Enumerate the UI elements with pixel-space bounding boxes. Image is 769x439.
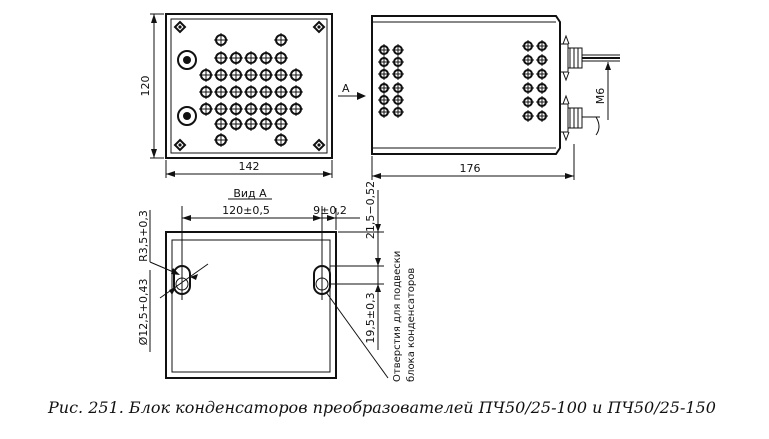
view-a-top-dimension: 21,5−0,52 xyxy=(330,181,384,267)
view-a-arrow-label: A xyxy=(342,82,350,95)
front-view-bushing-bottom xyxy=(177,106,197,126)
view-a-width-label: 120±0,5 xyxy=(222,204,270,217)
side-view: M6 A 176 xyxy=(338,15,620,180)
view-a-top-label: 21,5−0,52 xyxy=(364,181,377,239)
front-view: 120 142 xyxy=(139,13,333,178)
side-view-outline xyxy=(371,15,561,155)
view-a-arrow: A xyxy=(338,82,366,100)
view-a-offset-dimension: 9±0,2 xyxy=(313,204,360,230)
front-view-bushing-top xyxy=(177,50,197,70)
side-view-thread-label: M6 xyxy=(594,88,607,105)
front-view-width-dimension: 142 xyxy=(165,160,333,178)
front-view-width-label: 142 xyxy=(239,160,260,173)
view-a-radius-label: R3,5+0,3 xyxy=(137,210,150,262)
view-a-inner-outline xyxy=(171,239,331,373)
view-a-title: Вид А xyxy=(233,187,267,200)
front-view-terminal-grid xyxy=(199,33,303,147)
view-a-width-dimension: 120±0,5 xyxy=(181,204,323,262)
view-a-outline xyxy=(165,231,337,379)
side-view-length-label: 176 xyxy=(460,162,481,175)
front-view-corner-screws xyxy=(173,20,326,152)
corner-screw xyxy=(312,20,326,34)
view-a-hole-position-label: 19,5±0,3 xyxy=(364,292,377,343)
front-view-inner-outline xyxy=(170,18,328,154)
corner-screw xyxy=(312,138,326,152)
view-a: Вид А 120±0,5 9±0,2 xyxy=(137,181,417,382)
side-view-terminal-column-left xyxy=(378,44,404,118)
front-view-height-dimension: 120 xyxy=(139,13,164,159)
side-view-top-insulator xyxy=(559,34,620,82)
view-a-hole-note: Отверстия для подвески блока конденсатор… xyxy=(325,251,417,382)
view-a-diameter-dimension: Ø12,5+0,43 xyxy=(137,263,209,352)
view-a-note-line2: блока конденсаторов xyxy=(406,268,417,382)
front-view-outline xyxy=(165,13,333,159)
view-a-hole-position-dimension: 19,5±0,3 xyxy=(330,266,384,350)
side-view-terminal-column-right xyxy=(522,40,548,122)
side-view-length-dimension: 176 xyxy=(371,144,575,180)
view-a-note-line1: Отверстия для подвески xyxy=(392,251,403,382)
corner-screw xyxy=(173,138,187,152)
view-a-hole-right xyxy=(313,258,331,300)
side-view-bottom-insulator xyxy=(559,94,600,142)
side-view-thread-dimension: M6 xyxy=(594,62,611,120)
view-a-diameter-label: Ø12,5+0,43 xyxy=(137,279,150,346)
view-a-hole-left xyxy=(173,258,191,300)
view-a-offset-label: 9±0,2 xyxy=(313,204,347,217)
front-view-height-label: 120 xyxy=(139,76,152,97)
view-a-radius-dimension: R3,5+0,3 xyxy=(137,210,180,275)
corner-screw xyxy=(173,20,187,34)
figure-caption: Рис. 251. Блок конденсаторов преобразова… xyxy=(48,398,716,417)
